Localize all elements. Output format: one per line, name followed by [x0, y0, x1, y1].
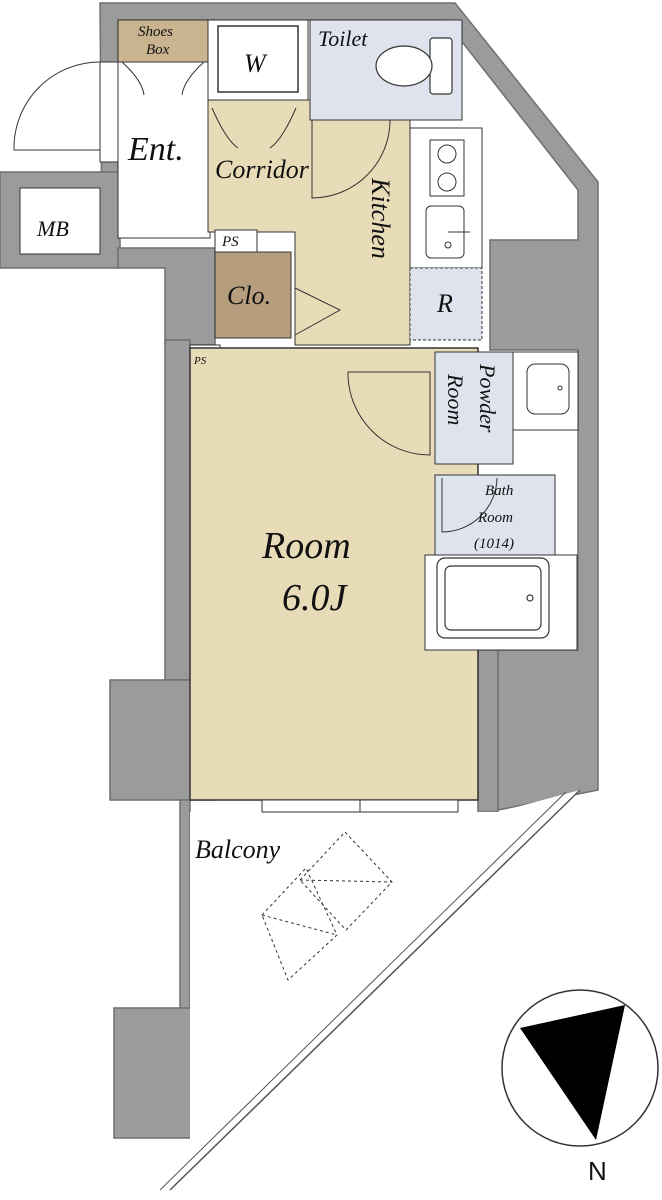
shoes-box-label-2: Box — [146, 42, 170, 58]
stove — [429, 139, 465, 197]
closet-floor — [214, 251, 292, 339]
bath-door — [441, 477, 498, 533]
ac-outdoor-units — [261, 831, 393, 981]
meter-box — [19, 187, 101, 255]
powder-room-label-1: Powder — [475, 363, 500, 433]
washer-label: W — [244, 49, 268, 78]
kitchen-sink — [425, 205, 470, 259]
compass: N — [501, 989, 659, 1186]
shoes-box-label-1: Shoes — [138, 24, 173, 40]
powder-room-label-2: Room — [443, 373, 468, 425]
pipe-space-upper-label: PS — [221, 234, 239, 250]
entrance-label: Ent. — [127, 131, 184, 168]
refrigerator-space — [409, 267, 483, 341]
north-label: N — [588, 1156, 607, 1186]
room-door — [347, 371, 431, 456]
closet-label: Clo. — [227, 281, 271, 310]
balcony-window — [261, 799, 459, 813]
washer-area — [207, 19, 309, 101]
powder-sink — [526, 363, 570, 415]
pipe-space-lower-label: PS — [193, 355, 207, 367]
kitchen-label: Kitchen — [366, 177, 395, 259]
main-room-size: 6.0J — [282, 577, 349, 619]
shoes-box — [117, 19, 209, 63]
bath-room-size: (1014) — [474, 536, 514, 552]
washer-pan — [217, 25, 299, 93]
bath-room-floor — [434, 474, 556, 566]
toilet-door — [311, 119, 391, 199]
bath-room-label-2: Room — [477, 510, 513, 526]
corridor-label: Corridor — [215, 155, 310, 184]
balcony-edge-inner — [159, 791, 567, 1191]
balcony-label: Balcony — [195, 835, 281, 864]
balcony-floor — [180, 790, 580, 1185]
powder-room-floor — [434, 351, 514, 465]
washer-doors — [211, 107, 297, 149]
toilet-label: Toilet — [318, 26, 368, 51]
bath-room-label-1: Bath — [485, 483, 513, 499]
closet-door — [294, 287, 342, 336]
bathtub — [436, 557, 550, 639]
toilet-bowl — [375, 37, 453, 95]
north-arrow-icon — [520, 1005, 625, 1140]
balcony-edge — [169, 789, 581, 1191]
main-room-label: Room — [261, 525, 351, 567]
shoes-box-doors — [121, 61, 205, 96]
entrance-door — [13, 61, 119, 163]
meter-box-label: MB — [36, 216, 69, 241]
refrigerator-label: R — [436, 289, 453, 318]
